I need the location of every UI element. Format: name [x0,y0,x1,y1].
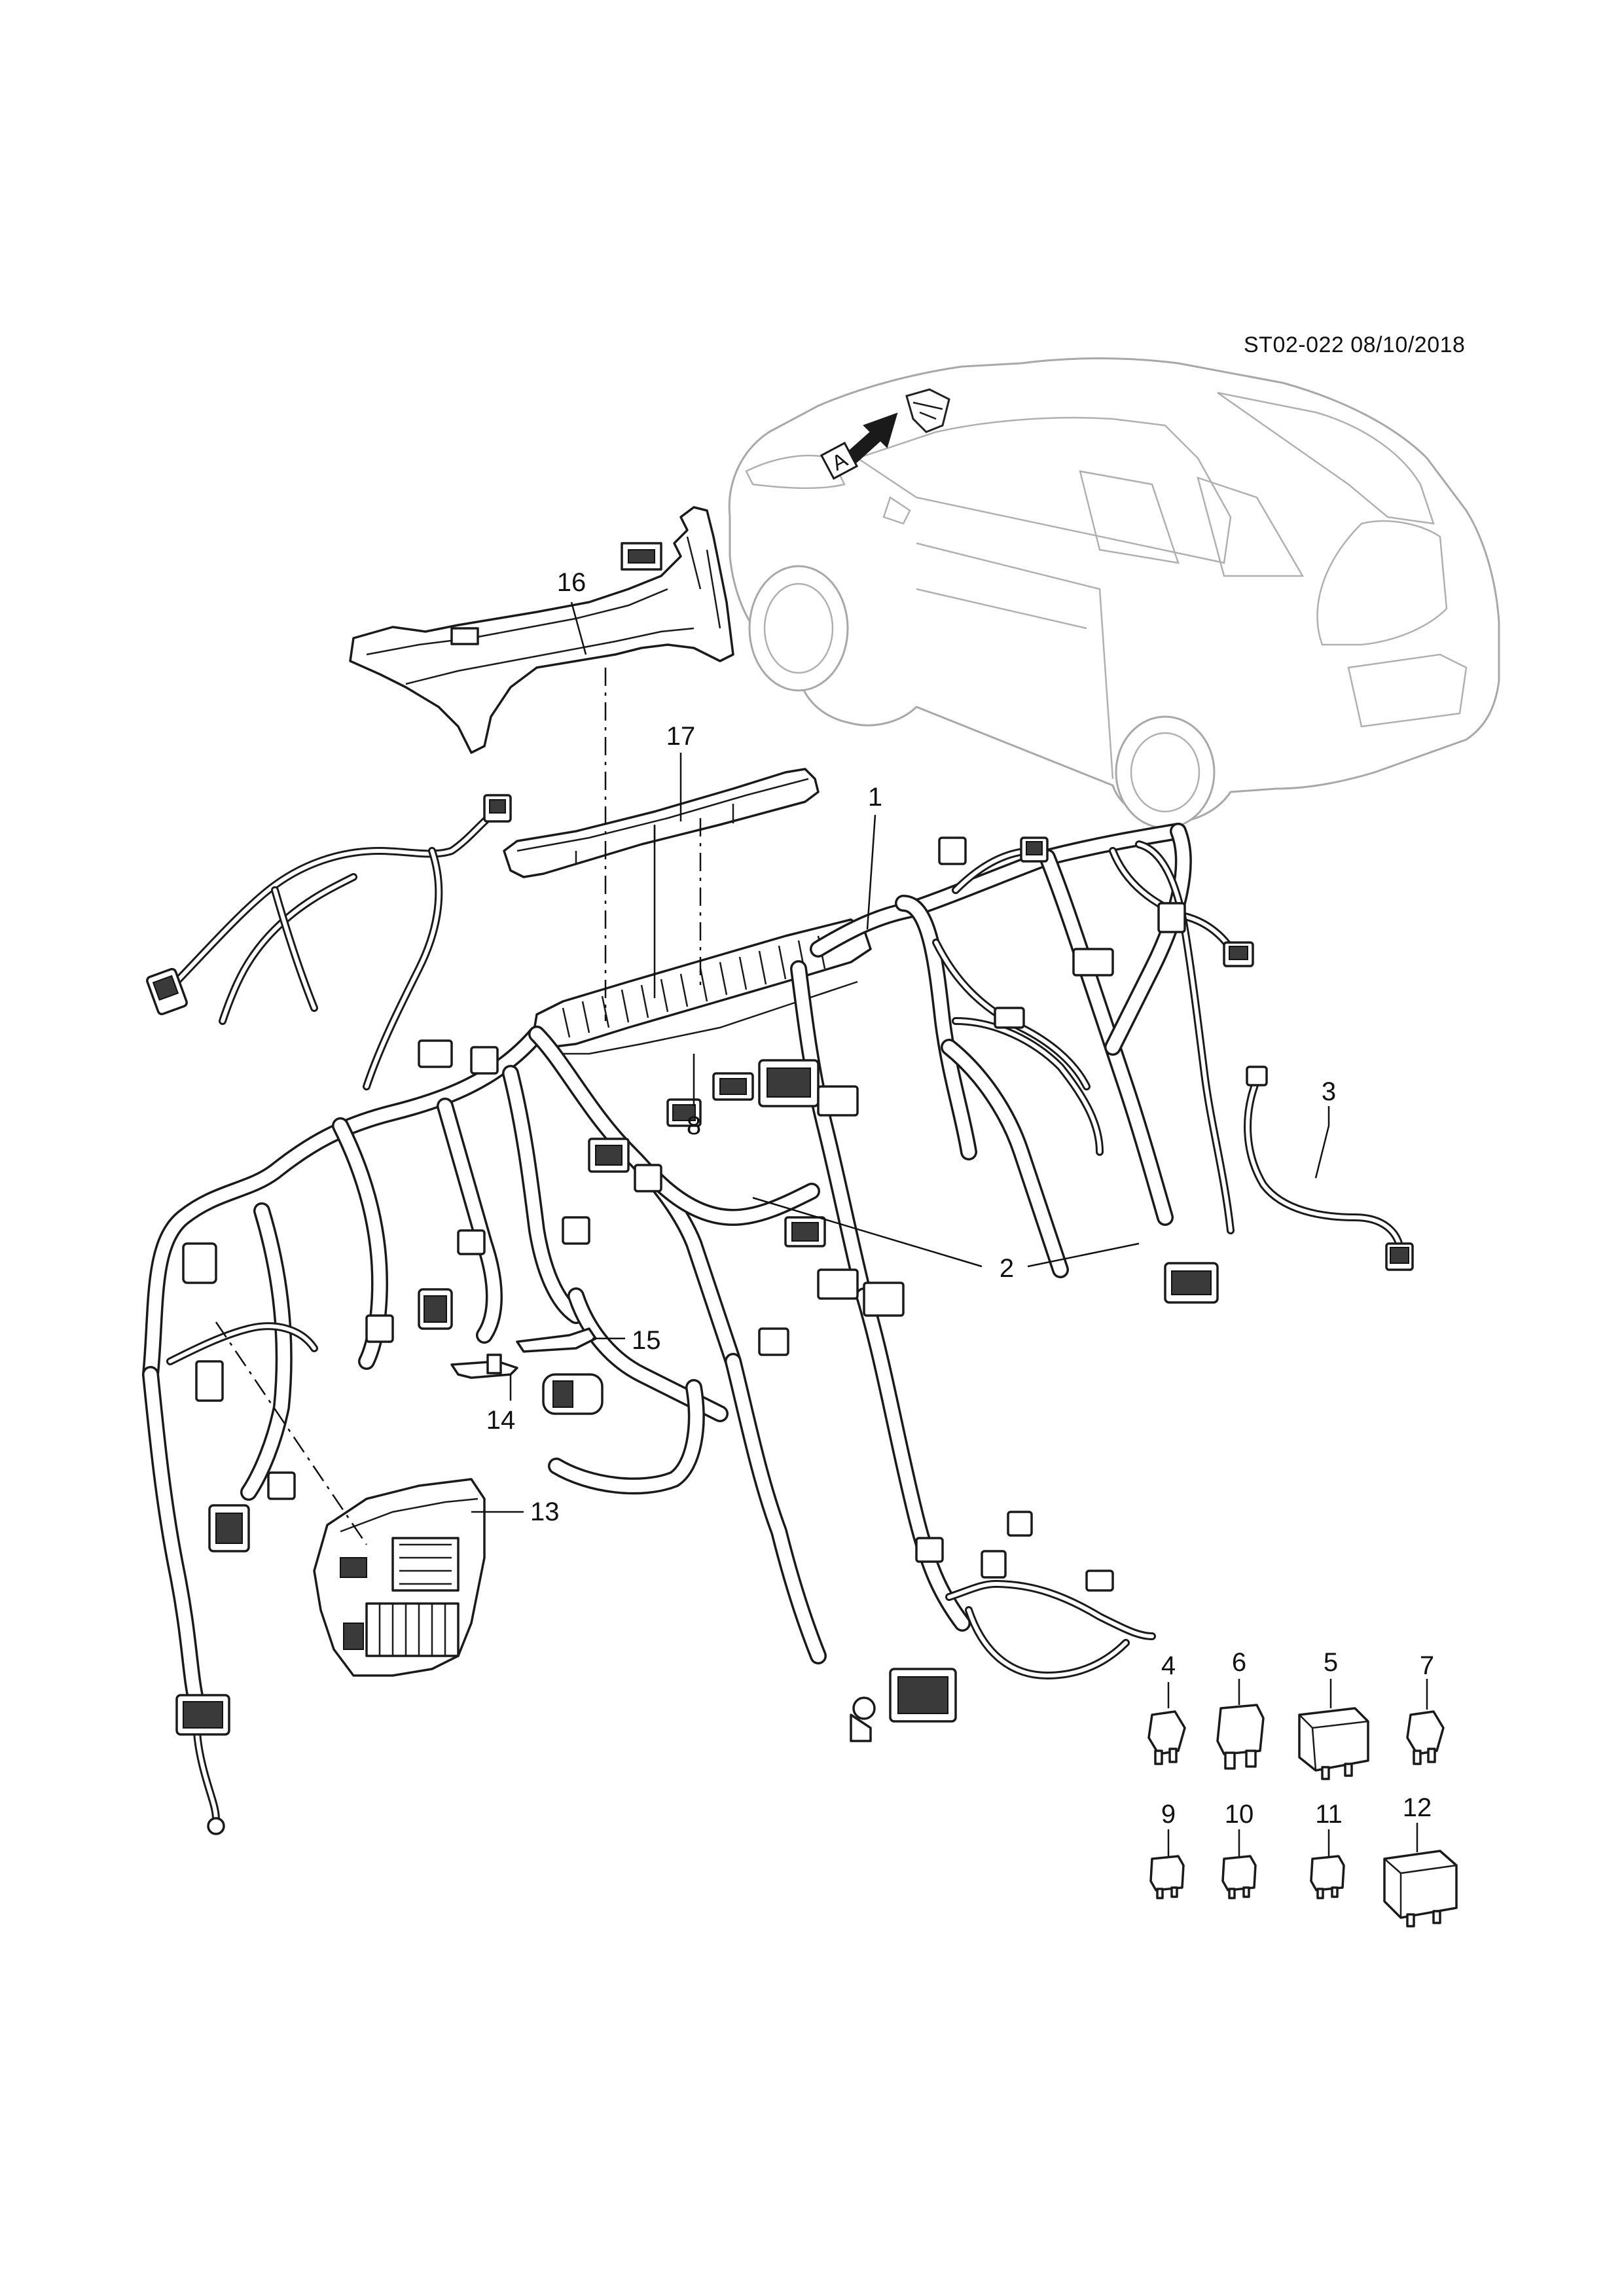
part-17-cover [503,768,820,878]
part-10-micro-relay [1221,1855,1257,1899]
callout-15: 15 [632,1326,661,1355]
part-11-micro-relay [1310,1855,1345,1899]
drawing-reference: ST02-022 08/10/2018 [1244,332,1466,357]
harness-connectors [146,794,1254,1835]
callout-12: 12 [1402,1793,1432,1822]
callout-11: 11 [1315,1800,1343,1829]
callout-9: 9 [1161,1800,1176,1829]
part-4-mini-fuse [1147,1710,1186,1765]
part-9-micro-relay [1149,1855,1185,1899]
connector-module [542,1373,604,1415]
callout-4: 4 [1161,1651,1176,1680]
callout-17: 17 [666,722,696,751]
part-8-duct [532,918,872,1055]
part-15-bracket [516,1327,597,1353]
callout-6: 6 [1231,1648,1247,1677]
callout-8: 8 [686,1111,702,1140]
callout-5: 5 [1323,1648,1339,1677]
part-16-bracket [349,506,734,754]
assembly-dash-lines [215,668,702,1545]
callout-leaders [471,601,1428,1856]
callout-10: 10 [1224,1800,1254,1829]
callout-3: 3 [1321,1077,1337,1106]
part-5-relay [1298,1707,1369,1780]
callout-2: 2 [999,1254,1015,1283]
part-14-bracket [450,1354,518,1379]
part-3-sensor-wire [1244,1066,1414,1271]
callout-7: 7 [1419,1651,1435,1680]
callout-14: 14 [486,1406,516,1435]
vehicle-location-view: A [728,357,1500,829]
callout-1: 1 [867,783,883,812]
part-12-relay [1383,1850,1458,1928]
callout-13: 13 [530,1498,560,1526]
part-13-fuse-block [313,1478,486,1677]
callout-16: 16 [556,568,586,597]
fuses-and-relays [1147,1704,1458,1928]
part-7-mini-fuse [1406,1710,1445,1765]
part-6-fuse [1216,1704,1265,1770]
